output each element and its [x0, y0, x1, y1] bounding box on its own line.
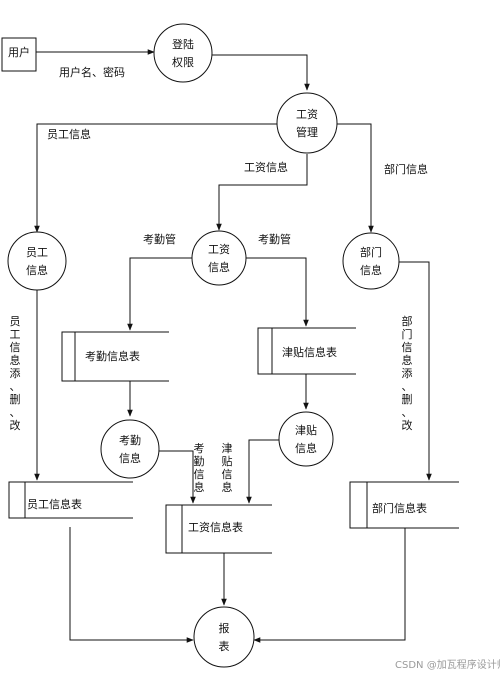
emp-info-label-1: 员工: [26, 246, 48, 259]
report-process: [193, 606, 255, 668]
edge-label-mgmt-salary: 工资信息: [244, 160, 288, 174]
dept-info-process: [342, 232, 400, 290]
salary-info-label-1: 工资: [208, 243, 230, 256]
salary-info-label-2: 信息: [208, 260, 230, 274]
edge-mgmt-salary: [216, 154, 308, 231]
login-process: [153, 23, 213, 83]
dept-table-label: 部门信息表: [372, 501, 427, 515]
user-entity-label: 用户: [8, 45, 30, 59]
edge-salary-attendance: [127, 257, 192, 331]
attendance-table-label: 考勤信息表: [85, 349, 140, 363]
attendance-info-label-1: 考勤: [119, 434, 141, 447]
nodes: 用户 登陆 权限 工资 管理 员工 信息 工资 信息 部门 信息 考勤信息表 津…: [1, 23, 459, 668]
salary-table-store: [165, 504, 272, 554]
edge-dept-report: [253, 528, 406, 643]
attendance-table-store: [61, 331, 169, 382]
edge-att-to-salary: [158, 450, 196, 504]
edge-label-att-to-salary: 考勤信息: [194, 442, 205, 494]
edge-label-salary-allowance: 考勤管: [258, 232, 291, 246]
watermark: CSDN @加瓦程序设计师: [395, 658, 500, 671]
allowance-table-store: [257, 327, 356, 375]
salary-info-process: [191, 230, 247, 286]
edge-allow-to-salary: [246, 439, 279, 504]
report-label-2: 表: [219, 639, 230, 653]
edge-label-mgmt-dept: 部门信息: [384, 162, 428, 176]
edge-mgmt-emp: [34, 123, 278, 233]
edge-mgmt-dept: [336, 123, 374, 233]
edge-label-dept-crud: 部门信息添、删、改: [402, 314, 413, 432]
attendance-info-label-2: 信息: [119, 451, 141, 465]
allowance-info-label-1: 津贴: [295, 423, 317, 437]
dept-table-store: [349, 481, 459, 529]
edge-label-user-login: 用户名、密码: [59, 65, 125, 79]
dept-info-label-1: 部门: [360, 245, 382, 259]
edge-label-salary-attendance: 考勤管: [143, 232, 176, 246]
salary-mgmt-label-1: 工资: [296, 108, 318, 121]
edge-dept-info-table: [399, 261, 432, 481]
edge-label-allow-to-salary: 津贴信息: [222, 442, 233, 494]
allowance-info-label-2: 信息: [295, 441, 317, 455]
login-process-label-1: 登陆: [172, 37, 194, 51]
emp-info-process: [7, 231, 67, 291]
allowance-table-label: 津贴信息表: [282, 345, 337, 359]
emp-table-store: [8, 481, 133, 519]
edge-label-emp-crud: 员工信息添、删、改: [10, 315, 21, 432]
edge-labels: 用户名、密码 员工信息 工资信息 部门信息 考勤管 考勤管 员工信息添、删、改 …: [10, 65, 429, 494]
edges: [34, 49, 432, 643]
dept-info-label-2: 信息: [360, 263, 382, 277]
salary-mgmt-label-2: 管理: [296, 125, 318, 139]
login-process-label-2: 权限: [172, 56, 194, 69]
edge-label-mgmt-emp: 员工信息: [47, 127, 91, 141]
edge-login-salary-mgmt: [212, 54, 310, 91]
salary-table-label: 工资信息表: [188, 520, 243, 534]
user-entity: [1, 37, 37, 72]
report-label-1: 报: [219, 621, 230, 635]
attendance-info-process: [100, 419, 160, 479]
allowance-info-process: [278, 411, 334, 467]
emp-table-label: 员工信息表: [27, 497, 82, 511]
salary-mgmt-process: [276, 92, 338, 154]
edge-emp-report: [69, 527, 194, 643]
emp-info-label-2: 信息: [26, 263, 48, 277]
edge-salary-allowance: [245, 257, 309, 327]
